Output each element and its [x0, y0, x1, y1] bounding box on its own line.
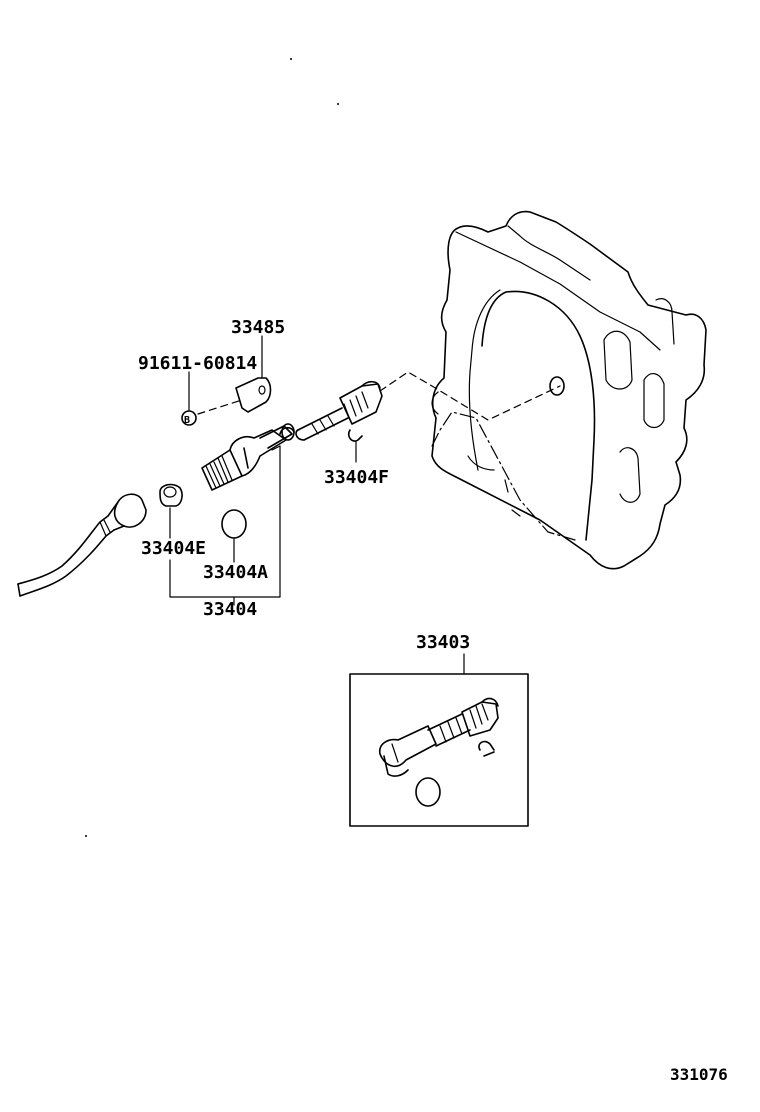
- bolt-91611: B: [181, 410, 197, 426]
- oil-seal-33404E: [159, 483, 183, 507]
- assembly-box-33403: [349, 673, 529, 827]
- clip-33404F: [347, 429, 363, 442]
- label-33485: 33485: [231, 317, 285, 338]
- label-33404F: 33404F: [324, 467, 389, 488]
- assembly-33403-parts: [378, 697, 499, 807]
- label-33404: 33404: [203, 599, 257, 620]
- bracket-33404: [169, 445, 281, 606]
- speck-dots: [85, 58, 339, 837]
- o-ring-33404A: [221, 509, 247, 539]
- assembly-line-bolt: [197, 399, 243, 415]
- label-33403: 33403: [416, 632, 470, 653]
- diagram-id: 331076: [670, 1065, 728, 1084]
- speedometer-cable: [17, 493, 147, 597]
- sleeve-33404: [201, 423, 295, 491]
- lock-plate-33485: [235, 377, 272, 413]
- label-91611-60814: 91611-60814: [138, 353, 257, 374]
- driven-gear: [295, 380, 383, 441]
- bolt-symbol: B: [184, 415, 190, 426]
- bracket-33404-clip: [271, 445, 281, 451]
- transmission-case: [431, 210, 707, 570]
- assembly-line-gear: [379, 371, 561, 421]
- label-33404A: 33404A: [203, 562, 268, 583]
- label-33404E: 33404E: [141, 538, 206, 559]
